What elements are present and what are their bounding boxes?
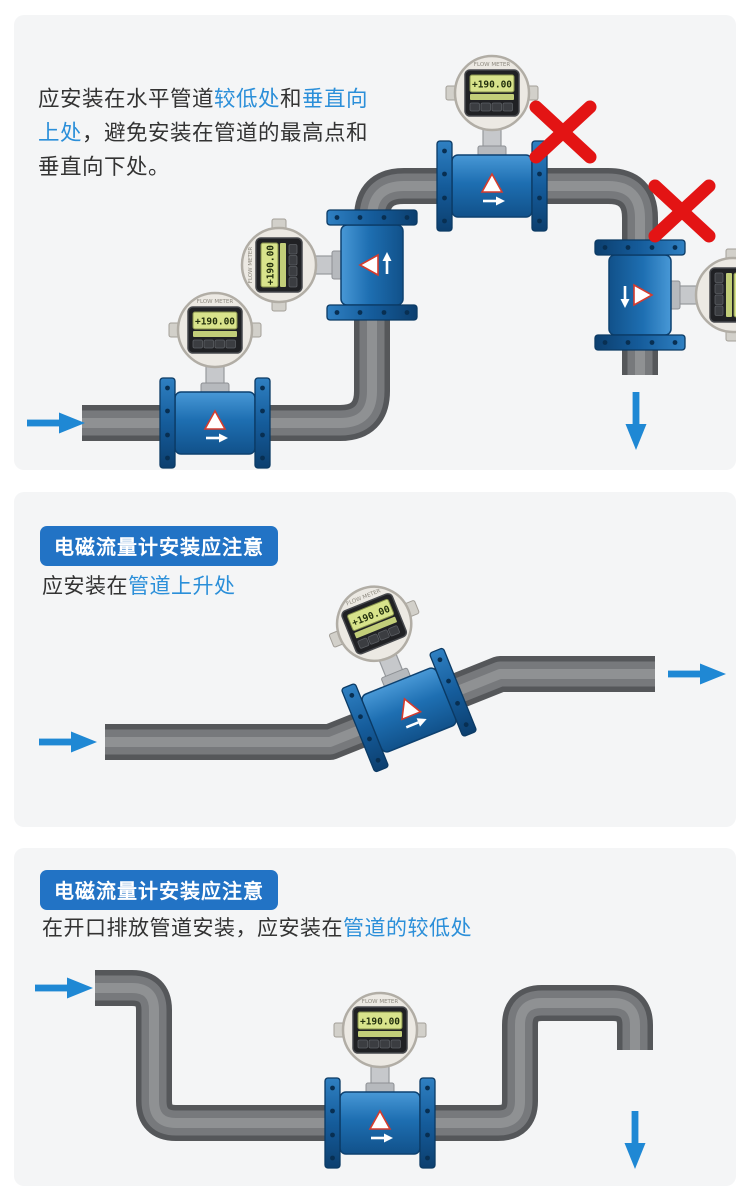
flow-arrow-inlet xyxy=(27,412,85,434)
flow-arrow-inlet xyxy=(39,731,97,753)
text-segment: 在开口排放管道安装，应安装在 xyxy=(42,916,343,940)
text-segment-highlight: 管道上升处 xyxy=(128,574,236,598)
flowmeter-vertical-falling-wrong xyxy=(593,238,736,352)
text-segment-highlight: 管道的较低处 xyxy=(343,916,472,940)
panel-open-discharge: 电磁流量计安装应注意 在开口排放管道安装，应安装在管道的较低处 xyxy=(14,848,736,1186)
text-segment: 应安装在 xyxy=(42,574,128,598)
diagram-open-discharge xyxy=(35,970,653,1170)
panel-rising-pipe: 电磁流量计安装应注意 应安装在管道上升处 xyxy=(14,492,736,827)
flowmeter-lower-horizontal xyxy=(158,291,272,470)
flow-arrow-outlet-down xyxy=(625,392,647,450)
panel1-instruction: 应安装在水平管道较低处和垂直向上处，避免安装在管道的最高点和垂直向下处。 xyxy=(38,83,374,185)
diagram-horizontal-install: FLOW METER +190.00 xyxy=(27,54,736,470)
notice-badge: 电磁流量计安装应注意 xyxy=(40,870,278,910)
flowmeter-top-horizontal-wrong xyxy=(435,54,549,233)
panel-horizontal-install: 应安装在水平管道较低处和垂直向上处，避免安装在管道的最高点和垂直向下处。 xyxy=(14,15,736,470)
text-segment: 应安装在水平管道 xyxy=(38,87,215,112)
pipe xyxy=(82,168,658,441)
text-segment: ，避免安装在管道的最高点和垂直向下处。 xyxy=(38,121,369,180)
flowmeter-at-low-point xyxy=(323,991,437,1170)
x-mark-highest-point xyxy=(536,107,590,157)
flow-arrow-outlet xyxy=(668,663,726,685)
flow-arrow-discharge-down xyxy=(624,1111,646,1169)
notice-badge: 电磁流量计安装应注意 xyxy=(40,526,278,566)
text-segment-highlight: 垂直向上处 xyxy=(38,87,369,146)
x-mark-downward-pipe xyxy=(655,186,709,236)
panel3-caption: 在开口排放管道安装，应安装在管道的较低处 xyxy=(42,912,472,942)
pipe xyxy=(95,970,653,1141)
diagram-rising-pipe xyxy=(39,567,726,774)
panel2-caption: 应安装在管道上升处 xyxy=(42,570,236,600)
text-segment: 和 xyxy=(280,87,303,112)
text-segment-highlight: 较低处 xyxy=(214,87,281,112)
flow-arrow-inlet xyxy=(35,977,93,999)
flowmeter-vertical-rising xyxy=(240,208,419,322)
